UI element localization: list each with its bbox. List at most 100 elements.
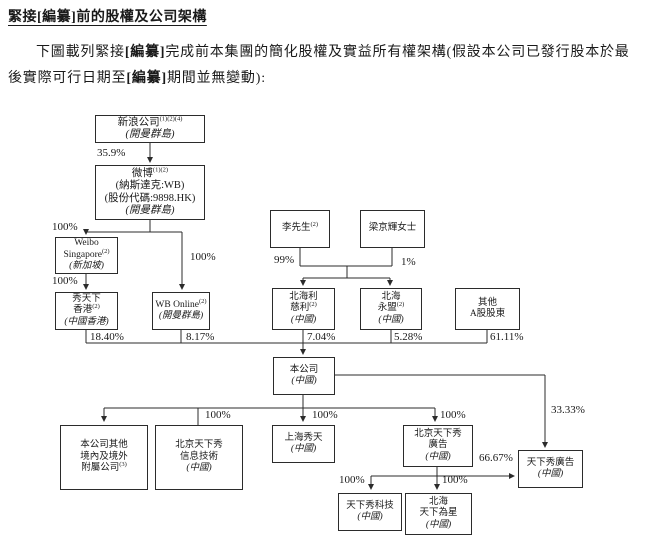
node-company: 本公司 (中國) bbox=[273, 357, 335, 395]
node-other-subsidiaries: 本公司其他 境內及境外 附屬公司(3) bbox=[60, 425, 148, 490]
node-line-text: 天下秀科技 bbox=[346, 500, 394, 511]
pct-liang-share: 1% bbox=[401, 256, 416, 268]
pct-company-to-shanghai: 100% bbox=[312, 409, 338, 421]
node-line: 微博(1)(2) bbox=[131, 166, 169, 181]
node-line-text: Singapore bbox=[63, 249, 102, 260]
footnote-marker: (2) bbox=[92, 303, 100, 311]
redaction-marker-1: [編纂] bbox=[124, 45, 166, 60]
footnote-marker: (2) bbox=[310, 221, 319, 229]
node-line: 李先生(2) bbox=[281, 221, 319, 235]
node-line-text: 北海 bbox=[381, 291, 401, 302]
node-jurisdiction: (中國) bbox=[290, 444, 317, 454]
node-xiutianxia-hk: 秀天下 香港(2) (中國香港) bbox=[55, 292, 118, 330]
node-jurisdiction: (開曼群島) bbox=[125, 205, 175, 216]
node-jurisdiction: (中國) bbox=[425, 519, 452, 530]
pct-wb-online-stake: 8.17% bbox=[186, 331, 215, 343]
intro-text-1: 下圖載列緊接 bbox=[36, 45, 125, 60]
node-beijing-txx-info-tech: 北京天下秀 信息技術 (中國) bbox=[155, 425, 243, 490]
pct-li-share: 99% bbox=[274, 254, 295, 266]
node-shanghai-xiutian: 上海秀天 (中國) bbox=[272, 425, 335, 463]
pct-weibo-to-singapore: 100% bbox=[52, 221, 78, 233]
node-line-text: 信息技術 bbox=[179, 451, 218, 462]
pct-bj-ad-to-txwx: 100% bbox=[442, 474, 468, 486]
node-line-text: 新浪公司 bbox=[117, 116, 160, 128]
node-txx-tech: 天下秀科技 (中國) bbox=[338, 493, 402, 531]
pct-licili-stake: 7.04% bbox=[307, 331, 336, 343]
node-beihai-yongmeng: 北海 永盟(2) (中國) bbox=[360, 288, 422, 330]
node-line-text: 梁京輝女士 bbox=[368, 223, 417, 234]
node-jurisdiction: (新加坡) bbox=[69, 261, 104, 272]
node-line-text: 北京天下秀 bbox=[414, 428, 462, 439]
footnote-marker: (1)(2) bbox=[152, 166, 169, 173]
node-line-text: 廣告 bbox=[428, 440, 448, 451]
footnote-marker: (2) bbox=[396, 301, 405, 309]
pct-company-to-info: 100% bbox=[205, 409, 231, 421]
node-line-text: 永盟 bbox=[377, 303, 397, 314]
pct-company-to-bj-ad: 100% bbox=[440, 409, 466, 421]
pct-weibo-to-wb-online: 100% bbox=[190, 251, 216, 263]
footnote-marker: (3) bbox=[119, 461, 127, 469]
node-wb-online: WB Online(2) (開曼群島) bbox=[152, 292, 210, 330]
node-ms-liang: 梁京輝女士 bbox=[360, 210, 425, 248]
node-mr-li: 李先生(2) bbox=[270, 210, 330, 248]
node-jurisdiction: (中國) bbox=[357, 512, 383, 522]
pct-bj-ad-to-txx-ad: 66.67% bbox=[479, 452, 513, 464]
intro-paragraph: 下圖載列緊接[編纂]完成前本集團的簡化股權及實益所有權架構(假設本公司已發行股本… bbox=[8, 40, 640, 92]
pct-yongmeng-stake: 5.28% bbox=[394, 331, 423, 343]
node-line-text: 本公司 bbox=[289, 364, 319, 375]
node-sina-corp: 新浪公司(1)(2)(4) (開曼群島) bbox=[95, 115, 205, 143]
node-line-text: 上海秀天 bbox=[284, 432, 323, 443]
node-jurisdiction: (中國) bbox=[537, 469, 564, 479]
node-line: 新浪公司(1)(2)(4) bbox=[117, 115, 183, 130]
intro-text-2: 完成前本集團的簡化股權及實益所有權架構(假設本公司已發行股本於最後實際可行日期至 bbox=[8, 45, 630, 86]
node-weibo: 微博(1)(2) (納斯達克:WB) (股份代碼:9898.HK) (開曼群島) bbox=[95, 165, 205, 220]
node-line-text: 北海 bbox=[428, 496, 448, 507]
node-line: WB Online(2) bbox=[155, 297, 207, 312]
node-jurisdiction: (開曼群島) bbox=[158, 311, 204, 321]
node-beihai-licili: 北海利 慈利(2) (中國) bbox=[272, 288, 335, 330]
node-jurisdiction: (中國香港) bbox=[64, 316, 109, 327]
footnote-marker: (2) bbox=[309, 301, 317, 309]
node-line-text: Weibo bbox=[74, 238, 99, 249]
footnote-marker: (1)(2)(4) bbox=[159, 115, 183, 122]
node-line-text: A股股東 bbox=[469, 309, 506, 319]
node-txx-ad: 天下秀廣告 (中國) bbox=[518, 450, 583, 488]
node-line-text: 天下為星 bbox=[419, 508, 458, 519]
node-ticker-hk: (股份代碼:9898.HK) bbox=[104, 192, 196, 204]
node-jurisdiction: (中國) bbox=[290, 314, 317, 325]
node-line: Singapore(2) bbox=[63, 247, 110, 262]
node-line: 慈利(2) bbox=[290, 301, 317, 315]
node-line-text: 香港 bbox=[73, 305, 93, 316]
node-jurisdiction: (中國) bbox=[425, 451, 451, 462]
page-title: 緊接[編纂]前的股權及公司架構 bbox=[8, 10, 207, 25]
node-line-text: 慈利 bbox=[290, 303, 310, 314]
pct-singapore-to-hk: 100% bbox=[52, 275, 78, 287]
footnote-marker: (2) bbox=[101, 247, 110, 255]
node-beihai-txwx: 北海 天下為星 (中國) bbox=[405, 493, 472, 535]
node-ticker-nasdaq: (納斯達克:WB) bbox=[115, 180, 185, 191]
node-other-a-shareholders: 其他 A股股東 bbox=[455, 288, 520, 330]
node-line: 附屬公司(3) bbox=[81, 461, 127, 475]
pct-company-to-txx-ad: 33.33% bbox=[551, 404, 585, 416]
node-line-text: 天下秀廣告 bbox=[526, 457, 575, 468]
node-jurisdiction: (中國) bbox=[186, 463, 212, 474]
pct-sina-to-weibo: 35.9% bbox=[97, 147, 126, 159]
intro-text-3: 期間並無變動): bbox=[166, 71, 266, 86]
node-line: 香港(2) bbox=[73, 303, 100, 317]
node-jurisdiction: (中國) bbox=[291, 376, 317, 386]
node-line-text: 秀天下 bbox=[72, 293, 101, 304]
node-line-text: 微博 bbox=[131, 167, 153, 179]
node-line-text: WB Online bbox=[155, 299, 199, 310]
node-line-text: 附屬公司 bbox=[81, 463, 120, 474]
node-line: 永盟(2) bbox=[377, 301, 405, 315]
node-line-text: 北海利 bbox=[289, 291, 318, 302]
node-line-text: 本公司其他 bbox=[80, 440, 128, 451]
node-beijing-txx-ad: 北京天下秀 廣告 (中國) bbox=[403, 425, 473, 467]
footnote-marker: (2) bbox=[198, 297, 207, 305]
node-jurisdiction: (開曼群島) bbox=[125, 129, 175, 140]
node-weibo-singapore: Weibo Singapore(2) (新加坡) bbox=[55, 237, 118, 274]
node-line-text: 李先生 bbox=[281, 223, 311, 234]
node-line-text: 其他 bbox=[477, 297, 497, 308]
node-line-text: 北京天下秀 bbox=[175, 440, 223, 451]
